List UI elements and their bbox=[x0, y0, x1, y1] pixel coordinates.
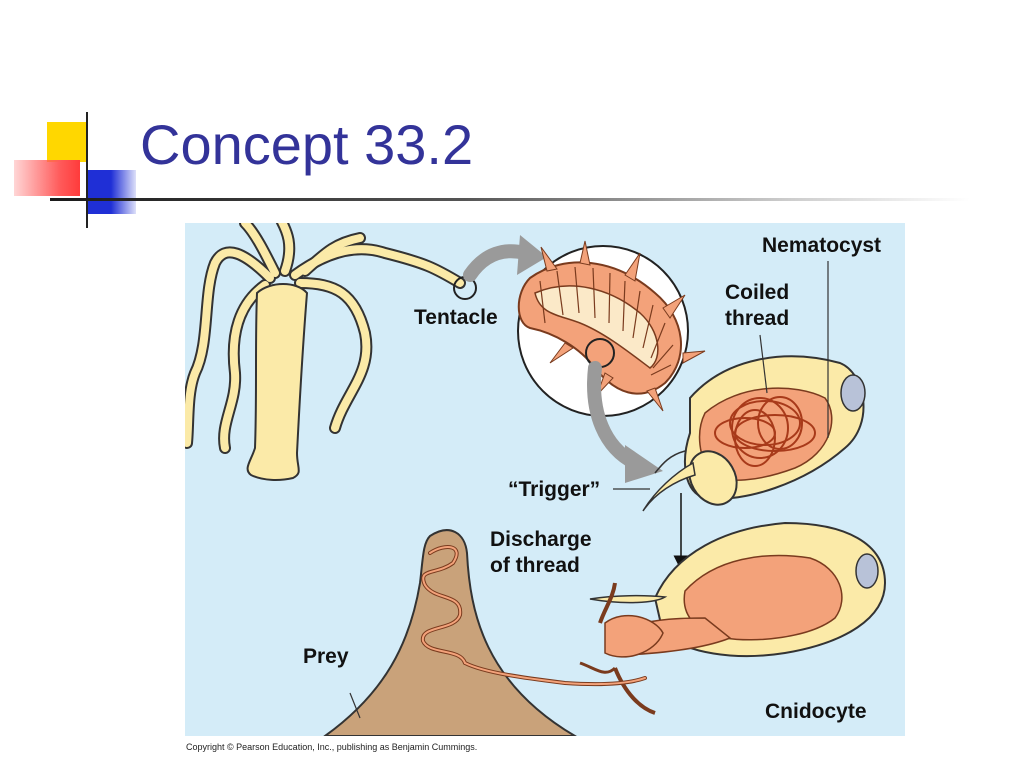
title-underline bbox=[50, 198, 970, 201]
cnidocyte-undischarged bbox=[642, 355, 866, 512]
cnidocyte-discharged bbox=[579, 521, 887, 715]
nucleus bbox=[840, 374, 866, 412]
copyright-notice: Copyright © Pearson Education, Inc., pub… bbox=[186, 742, 478, 752]
label-coiled-thread-line1: Coiled bbox=[725, 281, 790, 304]
label-discharge-line1: Discharge bbox=[490, 528, 592, 551]
label-coiled-thread-line2: thread bbox=[725, 307, 790, 330]
diagram-illustration bbox=[185, 223, 887, 736]
deco-vertical-line bbox=[86, 112, 88, 228]
cnidocyte-diagram: Nematocyst Coiled thread Tentacle “Trigg… bbox=[185, 223, 905, 736]
label-tentacle: Tentacle bbox=[414, 306, 498, 329]
hydra-body bbox=[246, 283, 309, 481]
label-prey: Prey bbox=[303, 645, 349, 668]
label-discharge-line2: of thread bbox=[490, 554, 580, 577]
slide-title: Concept 33.2 bbox=[140, 113, 474, 176]
magnify-arrow bbox=[463, 244, 532, 282]
discharged-thread-fill bbox=[421, 546, 646, 686]
label-nematocyst: Nematocyst bbox=[762, 234, 882, 257]
label-trigger: “Trigger” bbox=[508, 478, 601, 501]
tentacle-section-detail bbox=[517, 240, 706, 412]
prey-body bbox=[323, 529, 577, 736]
deco-yellow-square bbox=[47, 122, 87, 162]
hydra-tentacles-fill bbox=[185, 223, 464, 452]
deco-red-square bbox=[14, 160, 80, 196]
label-cnidocyte: Cnidocyte bbox=[765, 700, 867, 723]
deco-blue-square bbox=[86, 170, 136, 214]
